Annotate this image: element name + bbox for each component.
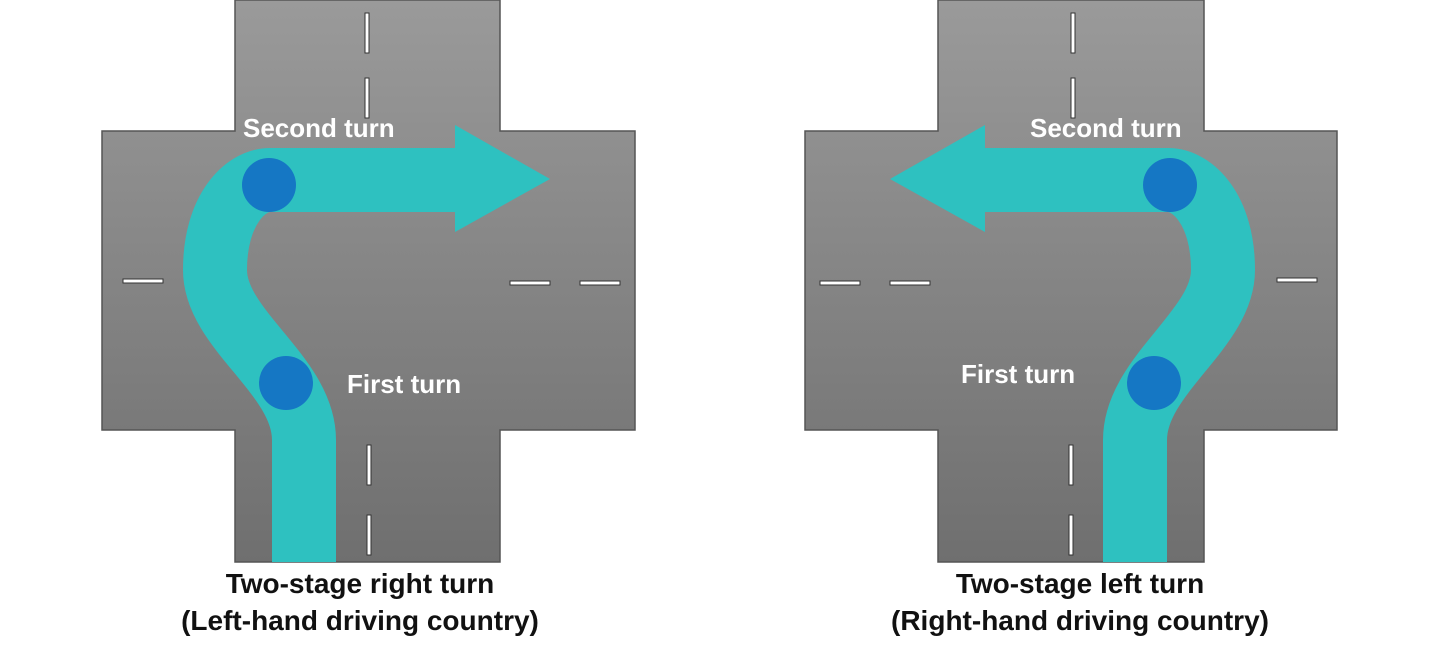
left-caption: Two-stage right turn (Left-hand driving … <box>0 565 720 639</box>
right-caption-subtitle: (Right-hand driving country) <box>891 605 1269 636</box>
right-caption: Two-stage left turn (Right-hand driving … <box>720 565 1440 639</box>
left-intersection-graphic: Second turn First turn <box>101 0 636 563</box>
intersection-road <box>101 0 636 563</box>
second-turn-label: Second turn <box>243 113 395 143</box>
right-caption-title: Two-stage left turn <box>955 568 1205 599</box>
first-turn-label: First turn <box>961 359 1075 389</box>
direction-arrow-left-icon <box>890 125 985 232</box>
left-caption-title: Two-stage right turn <box>225 568 495 599</box>
left-diagram: Second turn First turn Two-stage right t… <box>0 0 720 639</box>
second-turn-marker <box>242 158 296 212</box>
right-intersection-graphic: Second turn First turn <box>804 0 1338 563</box>
right-diagram: Second turn First turn Two-stage left tu… <box>720 0 1440 650</box>
left-caption-subtitle: (Left-hand driving country) <box>181 605 539 636</box>
first-turn-label: First turn <box>347 369 461 399</box>
intersection-road <box>804 0 1338 563</box>
lane-markings <box>819 12 1318 556</box>
lane-markings <box>122 12 621 556</box>
second-turn-label: Second turn <box>1030 113 1182 143</box>
direction-arrow-right-icon <box>455 125 550 232</box>
first-turn-marker <box>259 356 313 410</box>
second-turn-marker <box>1143 158 1197 212</box>
first-turn-marker <box>1127 356 1181 410</box>
